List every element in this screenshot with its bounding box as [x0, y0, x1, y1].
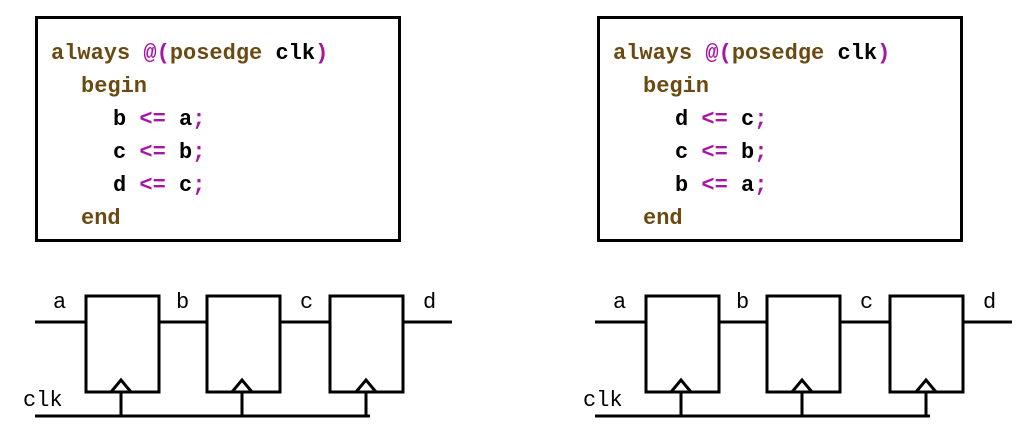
shift-register-diagram-right: a b c d clk	[583, 290, 1012, 418]
label-d: d	[983, 290, 996, 315]
paren-open: (	[156, 41, 170, 66]
semicolon: ;	[192, 140, 206, 165]
label-c: c	[860, 290, 873, 315]
code-block-right: always @(posedge clk) begin d <= c; c <=…	[597, 16, 963, 242]
nonblocking-assign-op: <=	[139, 107, 166, 132]
shift-register-diagram-left: a b c d clk	[23, 290, 452, 418]
label-a: a	[53, 290, 66, 315]
stmt-rhs: c	[741, 107, 755, 132]
statement-line: c <= b;	[613, 136, 960, 169]
paren-close: )	[877, 41, 891, 66]
clock-triangle-3	[354, 377, 378, 393]
flip-flop-3	[328, 294, 405, 394]
label-b: b	[736, 290, 749, 315]
stmt-rhs: b	[741, 140, 755, 165]
paren-close: )	[315, 41, 329, 66]
statement-line: d <= c;	[613, 103, 960, 136]
nonblocking-assign-op: <=	[701, 140, 728, 165]
clk-identifier: clk	[275, 41, 316, 66]
semicolon: ;	[192, 107, 206, 132]
code-line-end: end	[51, 202, 398, 235]
clk-identifier: clk	[837, 41, 878, 66]
stmt-rhs: a	[179, 107, 193, 132]
stmt-lhs: c	[113, 140, 127, 165]
keyword-posedge: posedge	[169, 41, 263, 66]
nonblocking-assign-op: <=	[701, 107, 728, 132]
label-b: b	[176, 290, 189, 315]
label-clk: clk	[23, 388, 63, 413]
keyword-always: always	[51, 41, 131, 66]
code-line-always: always @(posedge clk)	[51, 37, 398, 70]
statement-line: c <= b;	[51, 136, 398, 169]
code-line-always: always @(posedge clk)	[613, 37, 960, 70]
at-symbol: @	[705, 41, 719, 66]
statement-line: d <= c;	[51, 169, 398, 202]
clock-triangle-3	[914, 377, 938, 393]
semicolon: ;	[754, 140, 768, 165]
semicolon: ;	[754, 107, 768, 132]
nonblocking-assign-op: <=	[701, 173, 728, 198]
statement-line: b <= a;	[51, 103, 398, 136]
label-a: a	[613, 290, 626, 315]
clock-triangle-1	[669, 377, 693, 393]
code-line-end: end	[613, 202, 960, 235]
stmt-lhs: c	[675, 140, 689, 165]
nonblocking-assign-op: <=	[139, 140, 166, 165]
statement-line: b <= a;	[613, 169, 960, 202]
paren-open: (	[718, 41, 732, 66]
code-block-left: always @(posedge clk) begin b <= a; c <=…	[35, 16, 401, 242]
stmt-lhs: d	[113, 173, 127, 198]
label-clk: clk	[583, 388, 623, 413]
at-symbol: @	[143, 41, 157, 66]
keyword-end: end	[81, 206, 121, 231]
clock-triangle-1	[109, 377, 133, 393]
flip-flop-2	[765, 294, 842, 394]
stmt-lhs: d	[675, 107, 689, 132]
stmt-rhs: b	[179, 140, 193, 165]
keyword-begin: begin	[643, 74, 710, 99]
nonblocking-assign-op: <=	[139, 173, 166, 198]
flip-flop-3	[888, 294, 965, 394]
semicolon: ;	[754, 173, 768, 198]
flip-flop-2	[205, 294, 282, 394]
clock-triangle-2	[790, 377, 814, 393]
flip-flop-1	[644, 294, 721, 394]
keyword-always: always	[613, 41, 693, 66]
semicolon: ;	[192, 173, 206, 198]
label-c: c	[300, 290, 313, 315]
stmt-rhs: a	[741, 173, 755, 198]
code-line-begin: begin	[51, 70, 398, 103]
keyword-begin: begin	[81, 74, 148, 99]
stmt-lhs: b	[675, 173, 689, 198]
keyword-posedge: posedge	[731, 41, 825, 66]
label-d: d	[423, 290, 436, 315]
code-line-begin: begin	[613, 70, 960, 103]
stmt-rhs: c	[179, 173, 193, 198]
flip-flop-1	[84, 294, 161, 394]
keyword-end: end	[643, 206, 683, 231]
stmt-lhs: b	[113, 107, 127, 132]
clock-triangle-2	[230, 377, 254, 393]
